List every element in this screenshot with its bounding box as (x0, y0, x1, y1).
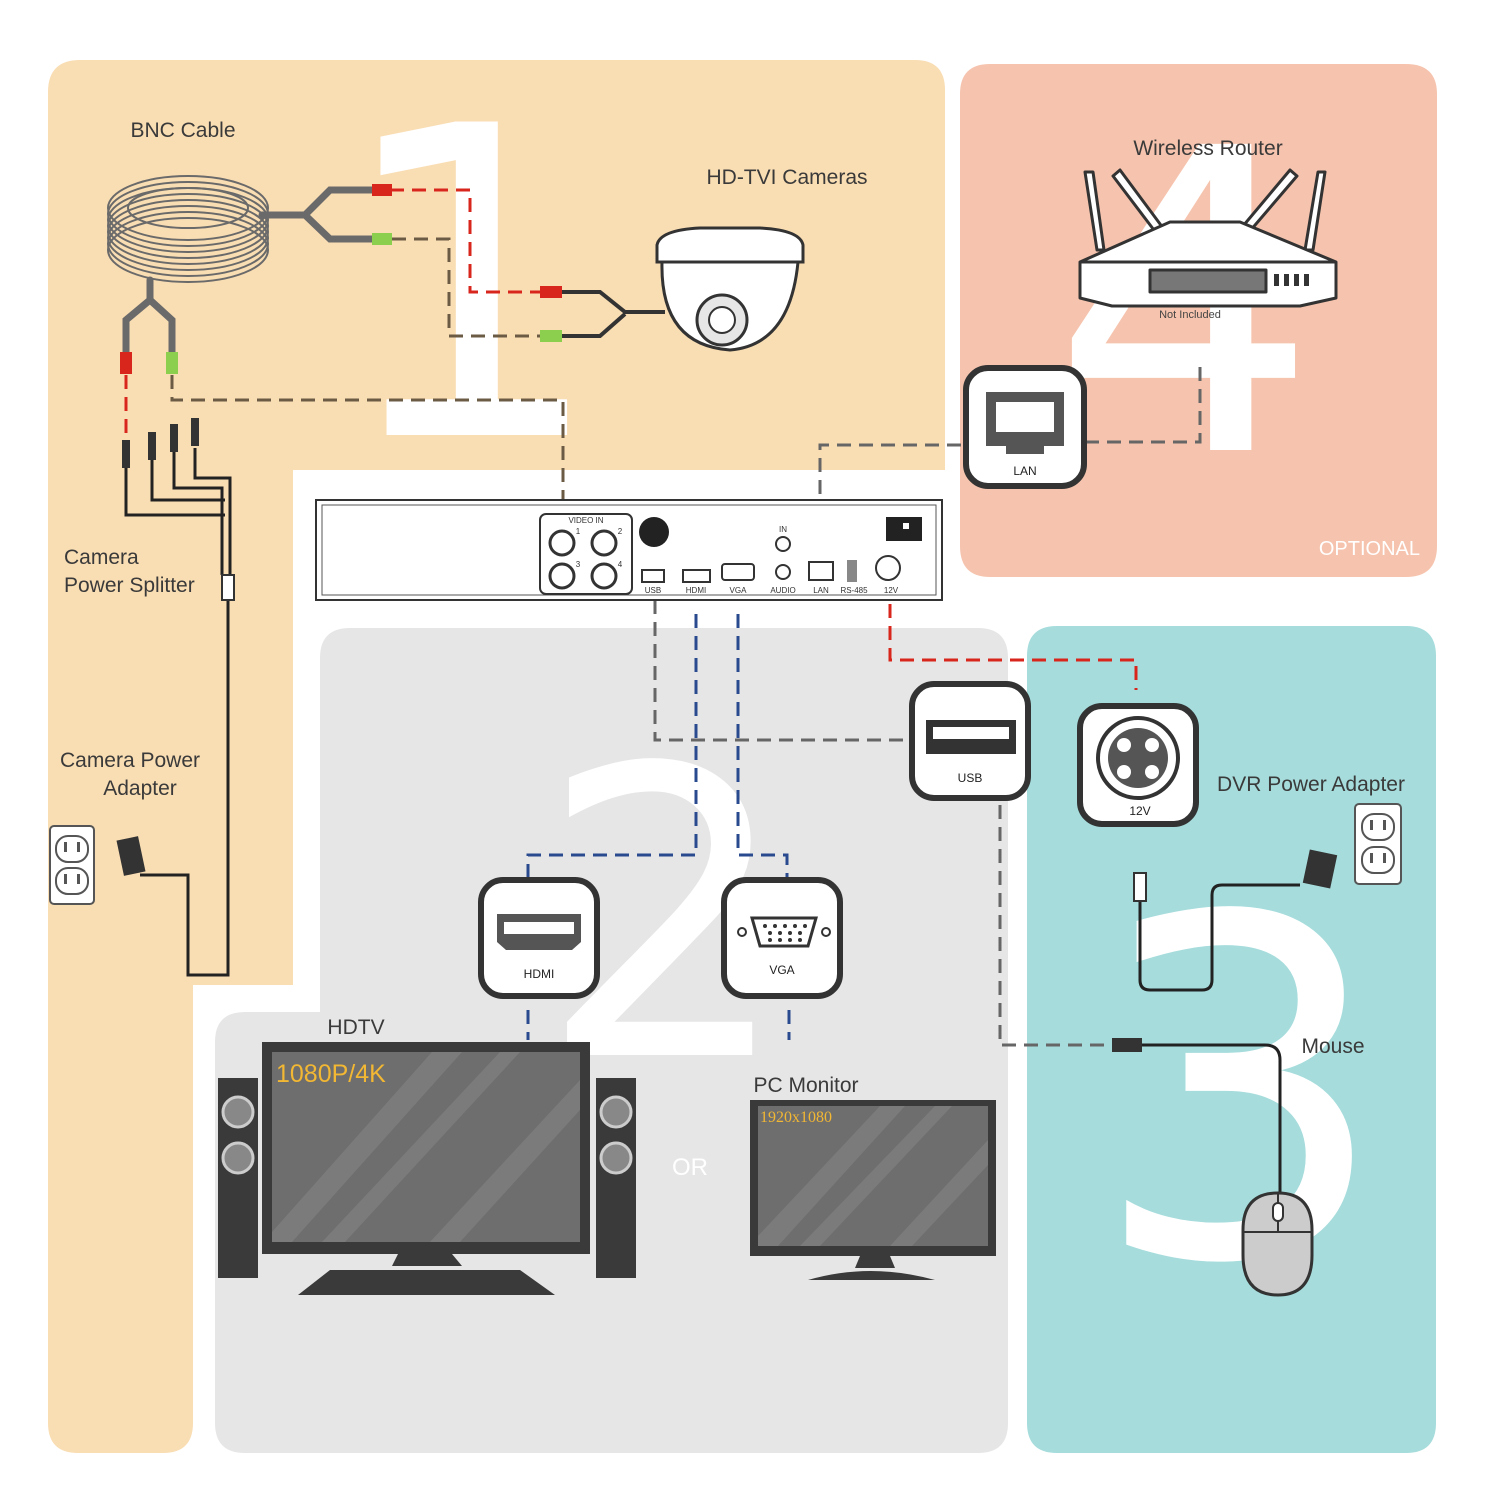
dvr-ch2-label: 2 (618, 527, 623, 536)
dvr-power-adapter-plug (1302, 849, 1338, 889)
dome-camera (655, 226, 805, 352)
hdmi-port-badge (478, 877, 600, 999)
zone-3-background (1027, 626, 1436, 1453)
mouse-label: Mouse (1301, 1035, 1364, 1058)
dvr-ch3-label: 3 (576, 560, 581, 569)
pigtail-green-tip (540, 330, 562, 342)
dvr-in-label: IN (779, 525, 787, 534)
mouse-cable (1140, 1043, 1282, 1195)
dvr-power-outlet (1354, 803, 1402, 885)
bnc-cable-ends (122, 186, 376, 356)
dvr-rs485-label: RS-485 (840, 586, 868, 595)
dvr-power-plug-tip (1133, 872, 1147, 902)
usb-port-badge (909, 681, 1031, 801)
blue-video-cables (526, 614, 791, 1040)
camera-power-splitter-label-line2: Power Splitter (64, 574, 195, 597)
power-splitter-cable (124, 448, 232, 977)
wireless-router (1078, 168, 1338, 308)
dvr-ch4-label: 4 (618, 560, 623, 569)
camera-power-adapter-plug (116, 836, 146, 876)
dvr-video-in-label: VIDEO IN (568, 516, 603, 525)
bnc-cable-coil (107, 175, 269, 283)
dvr-12v-label: 12V (884, 586, 899, 595)
bnc-red-tip-bottom (120, 352, 132, 374)
red-power-cables (124, 188, 1138, 690)
pc-monitor (750, 1100, 996, 1280)
camera-power-adapter-label-line1: Camera Power (60, 749, 200, 772)
bnc-cable-label: BNC Cable (130, 119, 235, 142)
power-12v-port-badge (1077, 703, 1199, 827)
camera-power-outlet (49, 825, 95, 905)
brown-video-cables (170, 237, 565, 505)
hdmi-badge-label: HDMI (524, 967, 555, 981)
gray-data-cables (653, 360, 1202, 1047)
pc-monitor-label: PC Monitor (753, 1074, 858, 1097)
dvr-ch1-label: 1 (576, 527, 581, 536)
vga-badge-label: VGA (769, 963, 794, 977)
pigtail-red-tip (540, 286, 562, 298)
not-included-label: Not Included (1159, 309, 1221, 321)
dvr-usb-label: USB (645, 586, 661, 595)
usb-badge-label: USB (958, 771, 983, 785)
dvr-power-cable (1138, 883, 1300, 992)
hdtv-resolution-label: 1080P/4K (276, 1060, 386, 1088)
camera-pigtail (562, 290, 665, 338)
mouse (1241, 1191, 1314, 1297)
mouse-usb-plug (1112, 1038, 1142, 1052)
pc-monitor-resolution-label: 1920x1080 (760, 1109, 832, 1126)
optional-label: OPTIONAL (1319, 538, 1420, 560)
bnc-green-tip-bottom (166, 352, 178, 374)
dvr-power-adapter-label: DVR Power Adapter (1217, 773, 1405, 796)
bnc-green-tip-top (372, 233, 392, 245)
zone-1-background (48, 60, 945, 1453)
dvr-hdmi-label: HDMI (686, 586, 706, 595)
dvr-lan-label: LAN (813, 586, 829, 595)
lan-port-badge (963, 365, 1087, 489)
hdtv (218, 1042, 636, 1295)
or-label: OR (672, 1154, 708, 1181)
dvr-vga-label: VGA (730, 586, 748, 595)
power-splitter-plugs (122, 418, 235, 601)
wireless-router-label: Wireless Router (1133, 137, 1282, 160)
power-12v-badge-label: 12V (1129, 804, 1150, 818)
dvr-recorder (315, 499, 943, 601)
bnc-red-tip-top (372, 184, 392, 196)
lan-badge-label: LAN (1013, 464, 1036, 478)
camera-power-splitter-label-line1: Camera (64, 546, 139, 569)
camera-power-adapter-label-line2: Adapter (103, 777, 177, 800)
hdtv-label: HDTV (327, 1016, 384, 1039)
hd-tvi-cameras-label: HD-TVI Cameras (706, 166, 867, 189)
vga-port-badge (721, 877, 843, 999)
dvr-audio-label: AUDIO (770, 586, 795, 595)
